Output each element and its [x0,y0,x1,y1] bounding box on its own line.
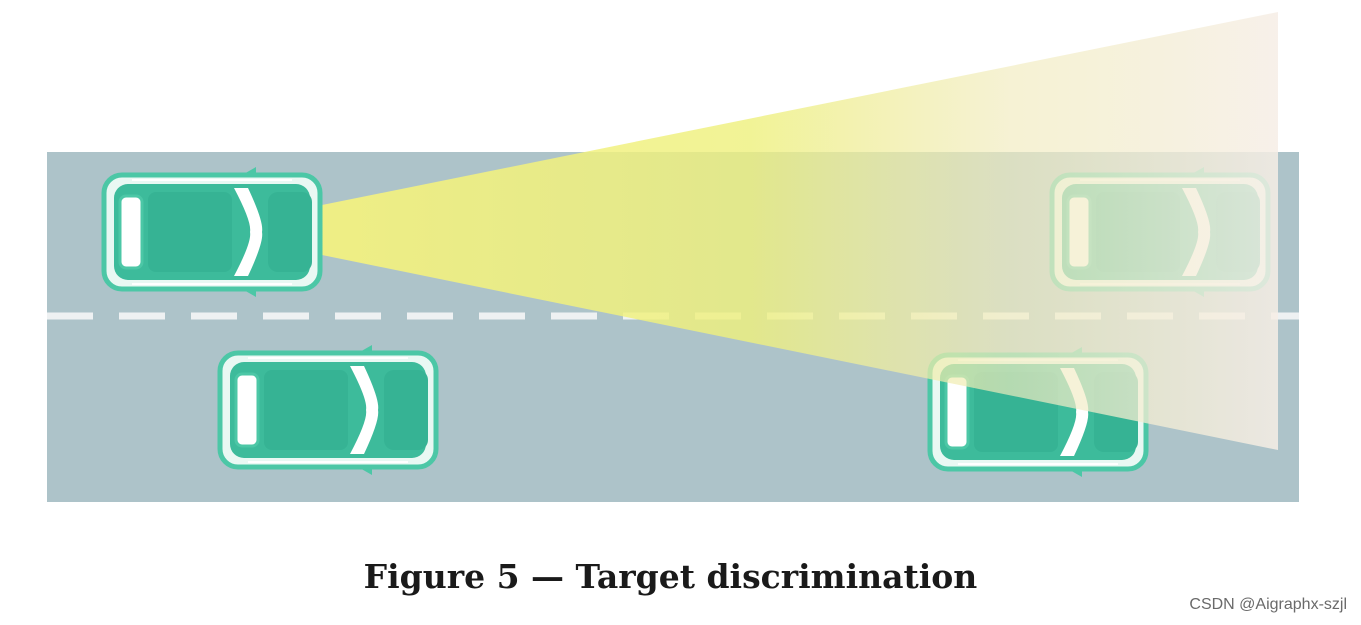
vehicle-lower-left [220,345,436,475]
watermark-text: CSDN @Aigraphx-szjl [1189,596,1347,613]
figure-caption: Figure 5 — Target discrimination [363,557,978,596]
road-scene-diagram [47,12,1299,502]
ego-vehicle [104,167,320,297]
sensor-detection-beam [322,12,1278,450]
